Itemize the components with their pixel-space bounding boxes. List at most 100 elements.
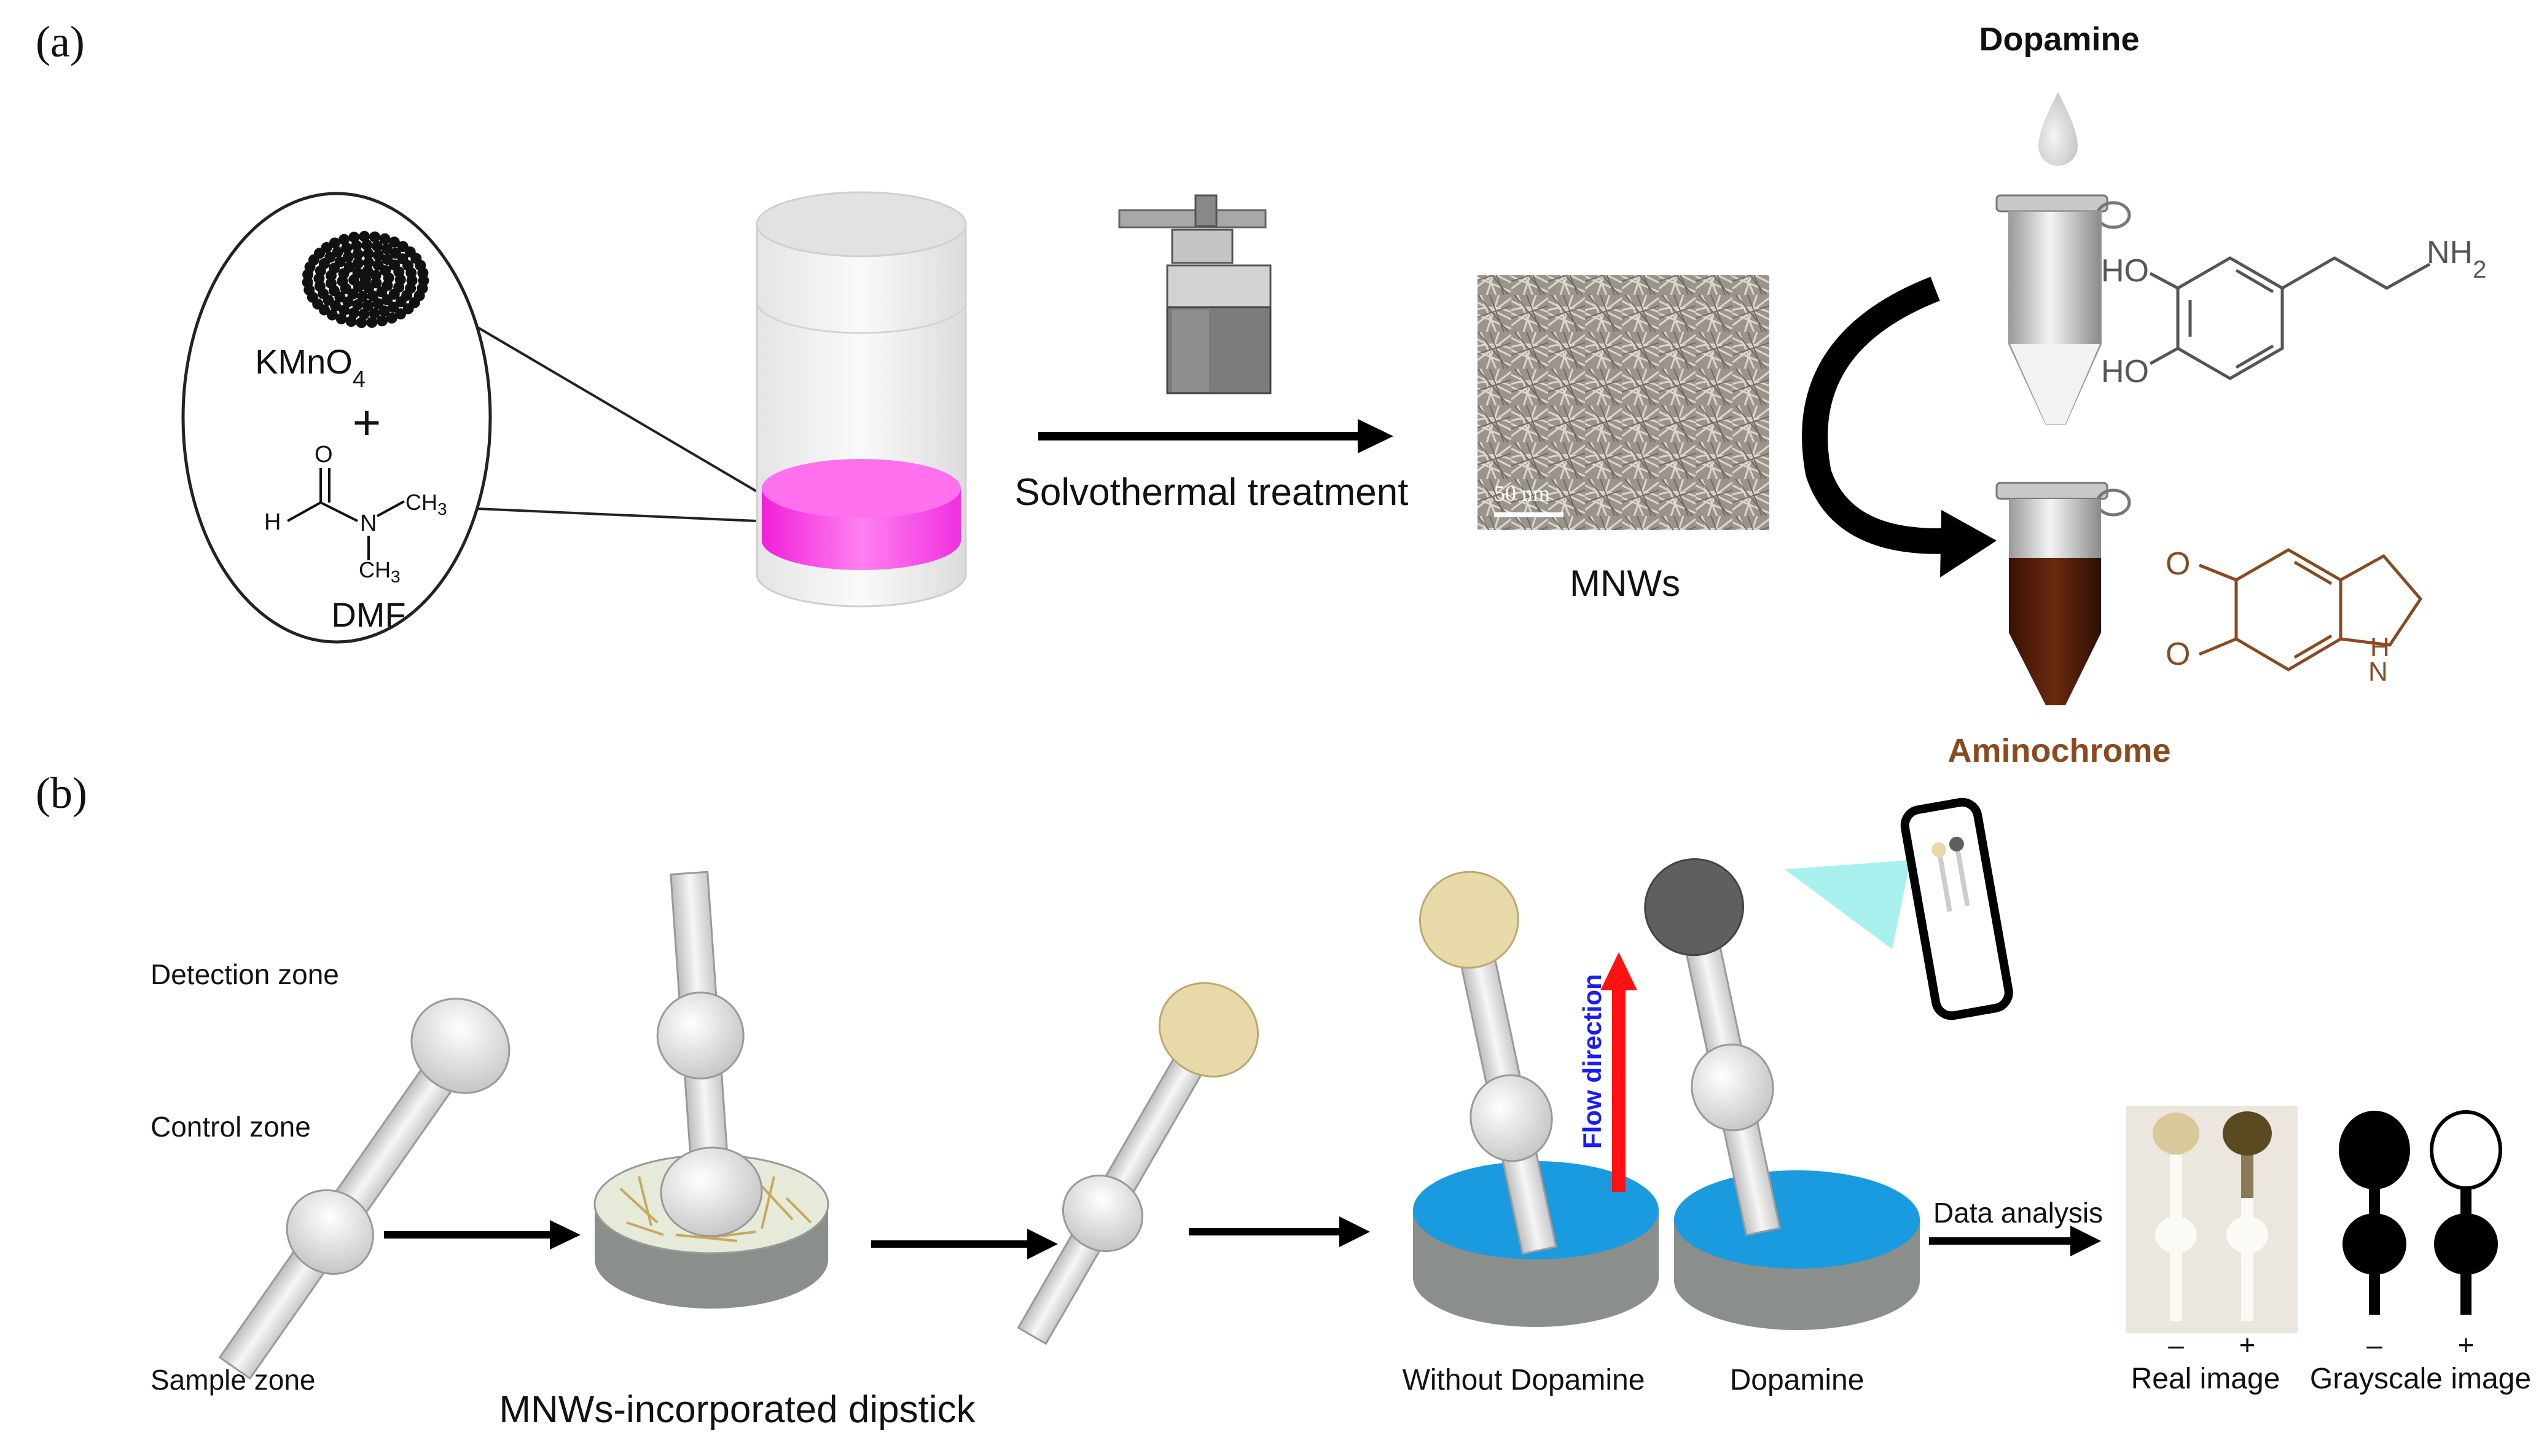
kmno4-particle <box>382 294 393 306</box>
smartphone-icon <box>1900 797 2013 1020</box>
kmno4-particle <box>358 308 370 320</box>
kmno4-particle <box>343 261 355 273</box>
solvothermal-label: Solvothermal treatment <box>1015 471 1409 514</box>
kmno4-particle <box>332 246 343 258</box>
mnws-label: MNWs <box>1570 563 1680 604</box>
reaction-vessel <box>756 191 967 608</box>
dmf-label: DMF <box>331 595 405 634</box>
coated-dipstick <box>1017 982 1259 1345</box>
kmno4-particle <box>371 240 383 252</box>
panel-b-label: (b) <box>36 769 87 818</box>
kmno4-particle <box>353 257 364 269</box>
kmno4-particle <box>362 257 374 268</box>
kmno4-particle <box>388 237 400 248</box>
real-image-photo <box>2126 1106 2298 1333</box>
kmno4-particle <box>386 312 397 324</box>
kmno4-particle <box>361 239 373 251</box>
kmno4-particle <box>352 267 364 279</box>
kmno4-particle <box>356 317 367 329</box>
grayscale-image-label: Grayscale image <box>2310 1363 2531 1395</box>
buffer-dish-dopamine <box>1674 1170 1920 1330</box>
kmno4-particle <box>372 249 384 261</box>
droplet-icon <box>2038 92 2078 166</box>
mnw-dish <box>593 1154 829 1309</box>
kmno4-particle <box>366 316 378 328</box>
svg-text:CH3: CH3 <box>405 490 447 519</box>
kmno4-particle <box>362 248 374 260</box>
aminochrome-label: Aminochrome <box>1947 732 2170 769</box>
kmno4-particle <box>342 251 354 263</box>
tube-empty <box>1995 194 2131 425</box>
kmno4-particle <box>321 242 332 254</box>
gray-minus: – <box>2366 1329 2382 1361</box>
kmno4-particle <box>362 265 374 277</box>
scale-bar-label: 50 nm <box>1494 481 1550 506</box>
dipstick-dopamine <box>1644 858 1782 1237</box>
kmno4-particle <box>370 270 382 281</box>
kmno4-particle <box>351 240 362 251</box>
svg-text:O: O <box>315 442 333 468</box>
sem-image: 50 nm <box>1477 275 1769 530</box>
dipstick-in-dish <box>656 871 763 1237</box>
kmno4-particle <box>362 300 374 311</box>
svg-text:N: N <box>360 511 377 536</box>
aminochrome-o-top: O <box>2166 546 2190 582</box>
aminochrome-n: N <box>2368 657 2388 687</box>
kmno4-particle <box>339 304 350 316</box>
aminochrome-h: H <box>2370 632 2390 662</box>
kmno4-particle <box>335 313 347 324</box>
gray-plus: + <box>2458 1329 2475 1361</box>
kmno4-particle <box>325 278 337 289</box>
pink-solution <box>762 459 961 518</box>
kmno4-particle <box>345 316 357 327</box>
kmno4-particle <box>388 301 399 313</box>
data-analysis-label: Data analysis <box>1933 1197 2103 1229</box>
real-minus: – <box>2168 1329 2184 1361</box>
kmno4-particle <box>341 242 353 254</box>
real-plus: + <box>2239 1329 2256 1361</box>
kmno4-particle <box>372 298 384 310</box>
kmno4-particle <box>357 291 369 302</box>
camera-beam <box>1785 860 1911 949</box>
plus-sign: + <box>353 395 382 450</box>
tube-aminochrome <box>1995 482 2131 705</box>
dopamine-structure <box>2149 256 2431 380</box>
kmno4-particle <box>376 315 388 327</box>
blank-dipstick <box>218 998 511 1380</box>
kmno4-particle <box>367 290 378 302</box>
kmno4-particle <box>348 232 360 243</box>
kmno4-particle <box>302 276 313 288</box>
svg-text:H: H <box>264 509 281 535</box>
kmno4-particles <box>302 230 429 329</box>
dopamine-dish-label: Dopamine <box>1730 1364 1865 1396</box>
control-zone-label: Control zone <box>151 1111 311 1143</box>
dopamine-label: Dopamine <box>1979 21 2139 58</box>
flow-direction-label: Flow direction <box>1578 974 1607 1149</box>
dipstick-control <box>1419 871 1557 1255</box>
kmno4-particle <box>382 280 393 291</box>
kmno4-particle <box>395 308 407 319</box>
aminochrome-structure <box>2199 548 2423 671</box>
real-image-label: Real image <box>2131 1363 2280 1395</box>
dopamine-nh2: NH2 <box>2427 235 2486 283</box>
kmno4-particle <box>381 243 393 255</box>
sample-zone-label: Sample zone <box>151 1364 316 1396</box>
kmno4-particle <box>359 230 370 242</box>
aminochrome-o-bottom: O <box>2166 636 2190 672</box>
panel-a-label: (a) <box>36 17 85 66</box>
kmno4-particle <box>378 305 390 317</box>
kmno4-particle <box>360 274 371 285</box>
curved-reaction-arrow <box>1802 276 1997 577</box>
kmno4-particle <box>352 248 364 260</box>
kmno4-particle <box>369 308 380 319</box>
kmno4-formula: KMnO4 <box>255 342 366 393</box>
grayscale-image <box>2339 1110 2502 1315</box>
kmno4-particle <box>326 309 338 321</box>
autoclave-icon <box>1118 194 1272 394</box>
kmno4-particle <box>348 307 360 319</box>
kmno4-particle <box>329 237 340 249</box>
kmno4-particle <box>334 256 346 268</box>
detection-zone-label: Detection zone <box>151 958 339 990</box>
svg-text:CH3: CH3 <box>359 557 401 586</box>
